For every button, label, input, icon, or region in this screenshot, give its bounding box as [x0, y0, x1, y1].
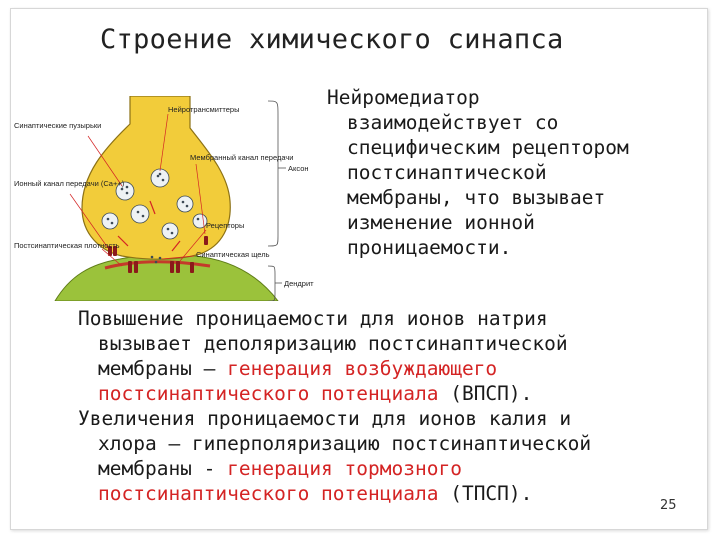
- vesicle: [161, 222, 179, 240]
- para2-highlight: генерация тормозного: [227, 457, 462, 480]
- vesicle: [192, 213, 208, 229]
- para2-text: (ТПСП).: [438, 482, 533, 505]
- para1-highlight: постсинаптического потенциала: [98, 382, 439, 405]
- label-postsynaptic-density: Постсинаптическая плотность: [14, 241, 120, 250]
- receptor: [128, 261, 132, 273]
- ion-channel: [113, 246, 117, 256]
- label-receptors: Рецепторы: [206, 221, 244, 230]
- label-neurotransmitters: Нейротрансмиттеры: [168, 105, 240, 114]
- para1-line: мембраны – генерация возбуждающего: [78, 356, 698, 381]
- postsynaptic-density-shape: [104, 260, 211, 270]
- label-membrane-channel: Мембранный канал передачи: [190, 153, 293, 162]
- para2-text: мембраны -: [98, 457, 228, 480]
- para1-line: постсинаптического потенциала (ВПСП).: [78, 381, 698, 406]
- right-text-line: мембраны, что вызывает: [347, 186, 606, 209]
- para2-line: мембраны - генерация тормозного: [78, 456, 698, 481]
- para2-line: постсинаптического потенциала (ТПСП).: [78, 481, 698, 506]
- para2-highlight: постсинаптического потенциала: [98, 482, 439, 505]
- right-text-line: взаимодействует со: [347, 111, 559, 134]
- right-text-line: проницаемости.: [347, 236, 512, 259]
- label-ion-channel: Ионный канал передачи (Ca++): [14, 179, 125, 188]
- page-number: 25: [660, 498, 677, 513]
- right-text-line: изменение ионной: [347, 211, 535, 234]
- synapse-diagram: Синаптические пузырьки Нейротрансмиттеры…: [14, 96, 314, 301]
- para1-text: (ВПСП).: [438, 382, 533, 405]
- para1-line: вызывает деполяризацию постсинаптической: [98, 332, 568, 355]
- vesicle: [130, 204, 150, 224]
- slide-title: Строение химического синапса: [100, 24, 564, 55]
- para2-line: хлора – гиперполяризацию постсинаптическ…: [98, 432, 592, 455]
- right-text-line: Нейромедиатор: [327, 86, 480, 109]
- label-axon: Аксон: [288, 164, 309, 173]
- right-text-line: специфическим рецептором: [347, 136, 629, 159]
- vesicles: [101, 168, 208, 240]
- vesicle: [176, 195, 194, 213]
- receptor: [134, 261, 138, 273]
- right-text-block: Нейромедиатор взаимодействует со специфи…: [327, 85, 687, 260]
- receptors: [128, 261, 194, 273]
- para2-line: Увеличения проницаемости для ионов калия…: [78, 407, 572, 430]
- receptor: [176, 261, 180, 273]
- right-text-line: постсинаптической: [347, 161, 547, 184]
- vesicle: [150, 168, 170, 188]
- slide-frame: [10, 8, 708, 530]
- para1-highlight: генерация возбуждающего: [227, 357, 498, 380]
- receptor: [190, 262, 194, 273]
- ion-channel: [108, 246, 112, 256]
- membrane-channel: [204, 236, 208, 245]
- vesicle: [101, 212, 119, 230]
- para1-line: Повышение проницаемости для ионов натрия: [78, 307, 548, 330]
- label-synaptic-cleft: Синаптическая щель: [196, 250, 270, 259]
- para1-text: мембраны –: [98, 357, 228, 380]
- label-dendrite: Дендрит: [284, 279, 314, 288]
- lower-text-block: Повышение проницаемости для ионов натрия…: [78, 306, 698, 506]
- receptor: [170, 261, 174, 273]
- label-vesicles: Синаптические пузырьки: [14, 121, 101, 130]
- vesicle: [115, 181, 135, 201]
